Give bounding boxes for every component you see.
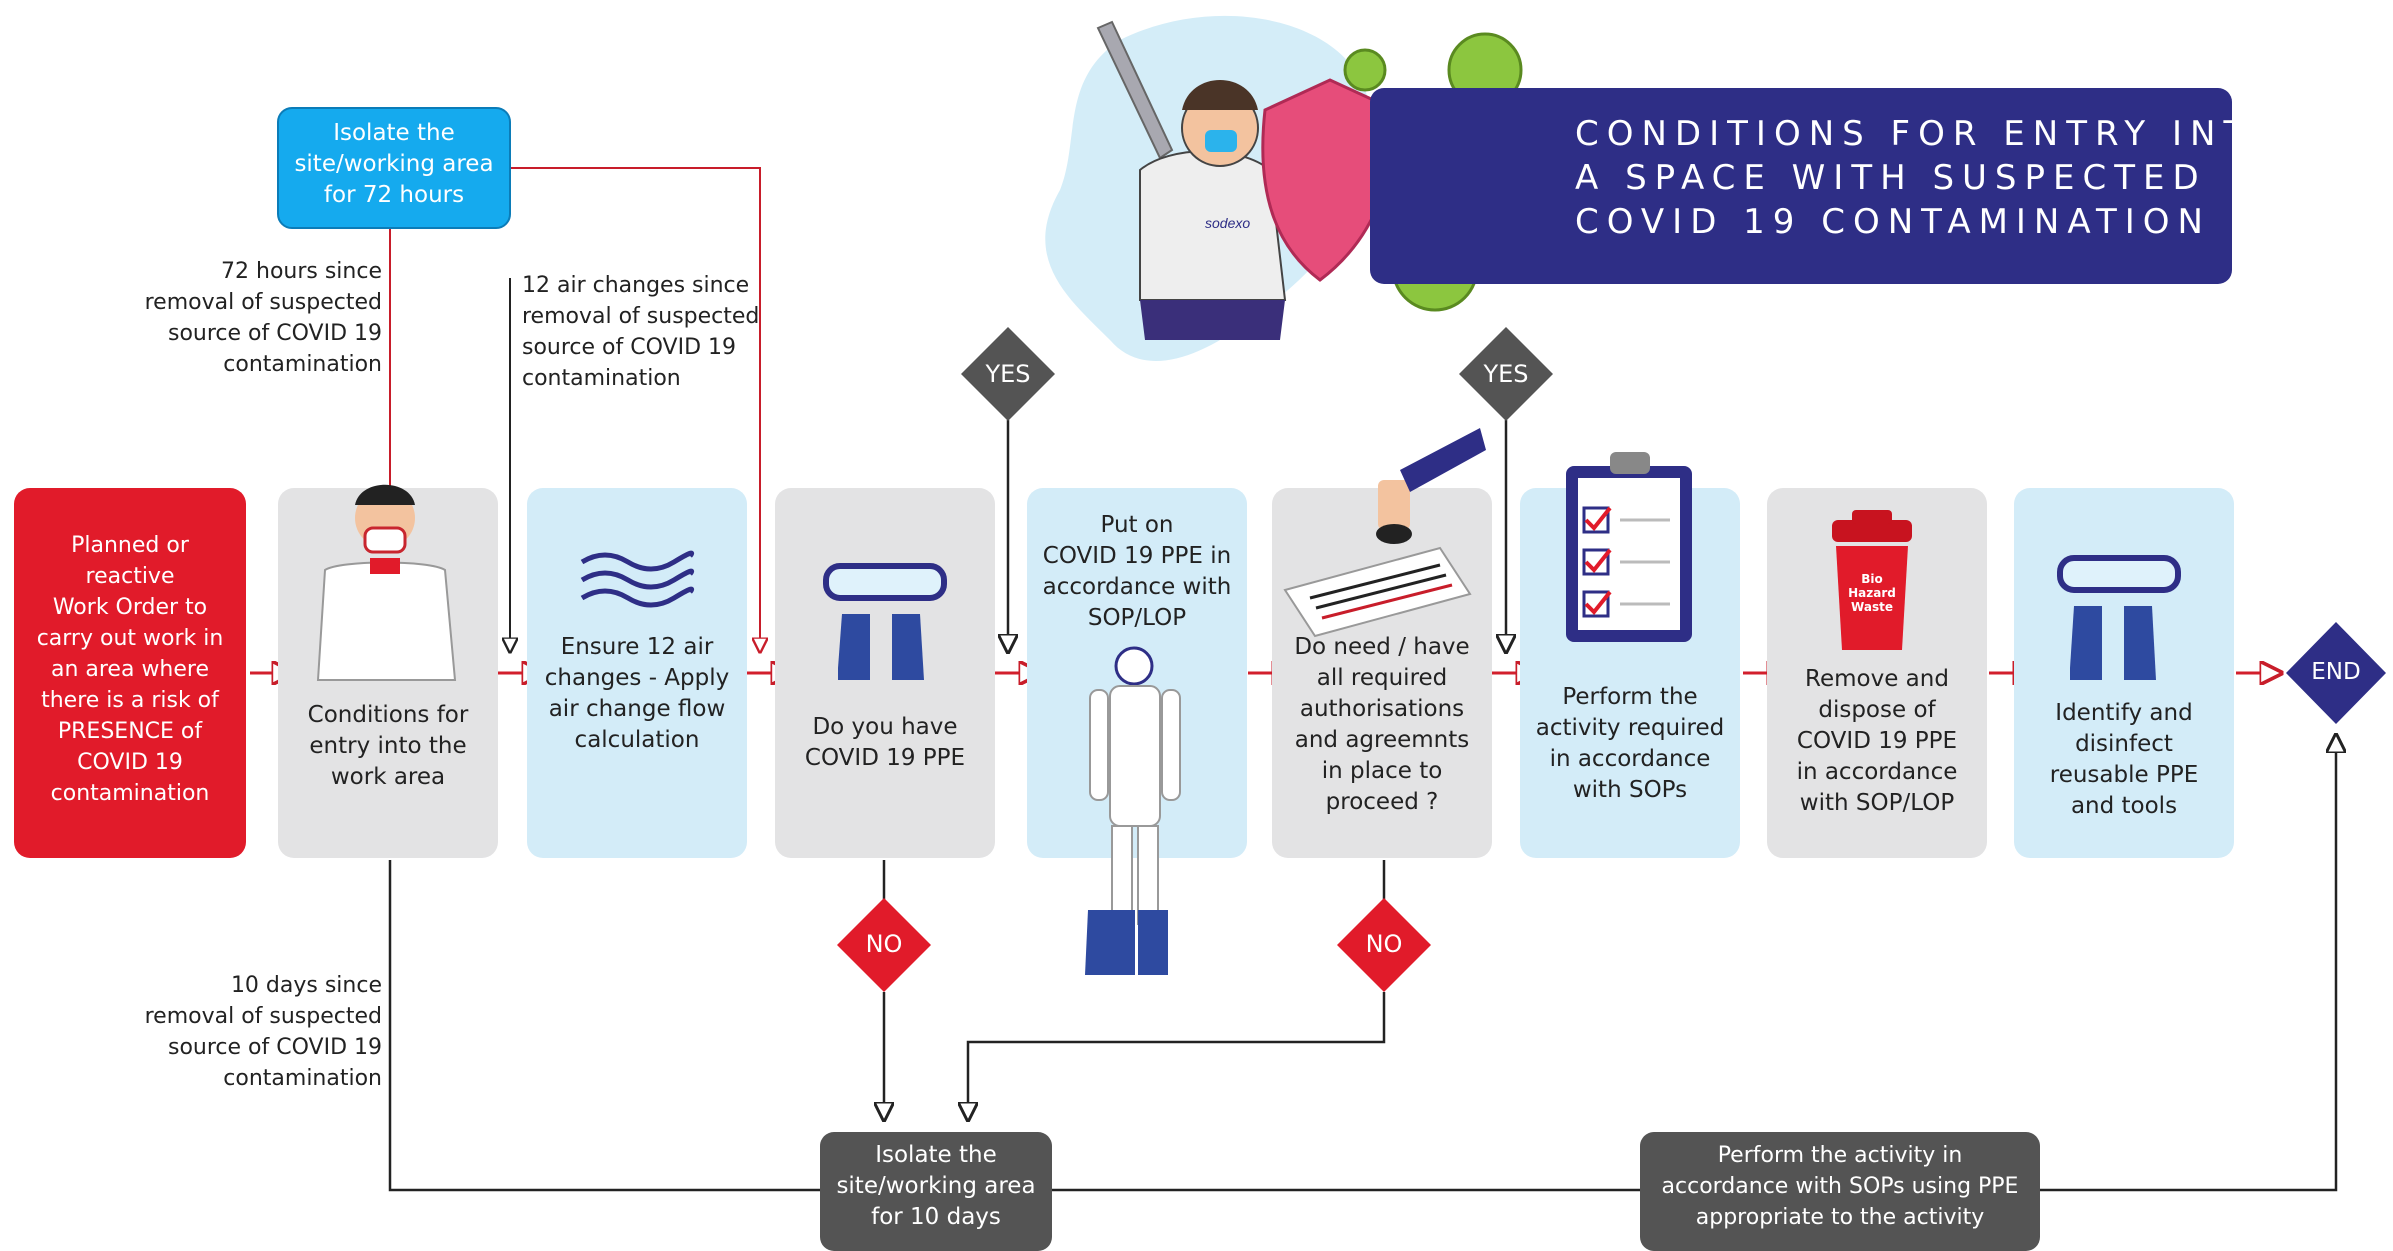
biohazard-bin-label: Bio Hazard Waste [1848,572,1896,614]
no-diamond-1 [837,898,931,992]
end-diamond [2286,622,2386,724]
no-label-1: NO [865,930,903,958]
note-72-hours: 72 hours since removal of suspected sour… [144,259,382,377]
shirt-brand: sodexo [1205,215,1250,231]
connectors [250,167,2336,1192]
hazmat-suit-icon [1085,646,1181,975]
isolate-72-label: Isolate the site/working area for 72 hou… [294,120,494,208]
perform-ppe-label: Perform the activity in accordance with … [1661,1143,2019,1230]
step-conditions-label: Conditions for entry into the work area [307,702,469,790]
step-perform-label: Perform the activity required in accorda… [1535,684,1725,803]
yes-label-2: YES [1483,360,1529,388]
yes-diamond-1 [961,327,1055,421]
air-waves-icon [580,550,695,608]
step-put-on-label: Put on COVID 19 PPE in accordance with S… [1042,512,1232,631]
step-start-box [14,488,246,858]
clipboard-checklist-icon [1566,452,1692,642]
step-auth-question-label: Do need / have all required authorisatio… [1294,634,1470,815]
no-diamond-2 [1337,898,1431,992]
header-illustration: sodexo [1045,15,1548,362]
goggles-boots-2-icon [2057,555,2181,680]
masked-worker-icon [316,484,457,681]
isolate-10-label: Isolate the site/working area for 10 day… [836,1142,1036,1230]
step-ppe-question-box [775,488,995,858]
step-ppe-question-label: Do you have COVID 19 PPE [804,714,966,771]
yes-label-1: YES [985,360,1031,388]
isolate-72-box [277,107,511,229]
step-disinfect-label: Identify and disinfect reusable PPE and … [2049,700,2199,819]
step-air-label: Ensure 12 air changes - Apply air change… [544,634,730,753]
step-start-label: Planned or reactive Work Order to carry … [36,533,224,806]
no-label-2: NO [1365,930,1403,958]
hero-mask [1205,130,1237,152]
end-label: END [2311,659,2361,685]
perform-ppe-box [1640,1132,2040,1251]
step-remove-box [1767,488,1987,858]
note-10-days: 10 days since removal of suspected sourc… [144,973,382,1091]
step-remove-label: Remove and dispose of COVID 19 PPE in ac… [1796,666,1958,816]
isolate-10-box [820,1132,1052,1251]
goggles-boots-icon [823,563,947,680]
note-12-air-changes: 12 air changes since removal of suspecte… [522,273,760,391]
yes-diamond-2 [1459,327,1553,421]
stamp-document-icon [1283,428,1486,638]
title-banner [1370,88,2232,284]
biohazard-bin-icon [1832,510,1912,650]
page-title: CONDITIONS FOR ENTRY INTO A SPACE WITH S… [1575,114,2287,242]
step-air-box [527,488,747,858]
sword-icon [1096,20,1174,160]
